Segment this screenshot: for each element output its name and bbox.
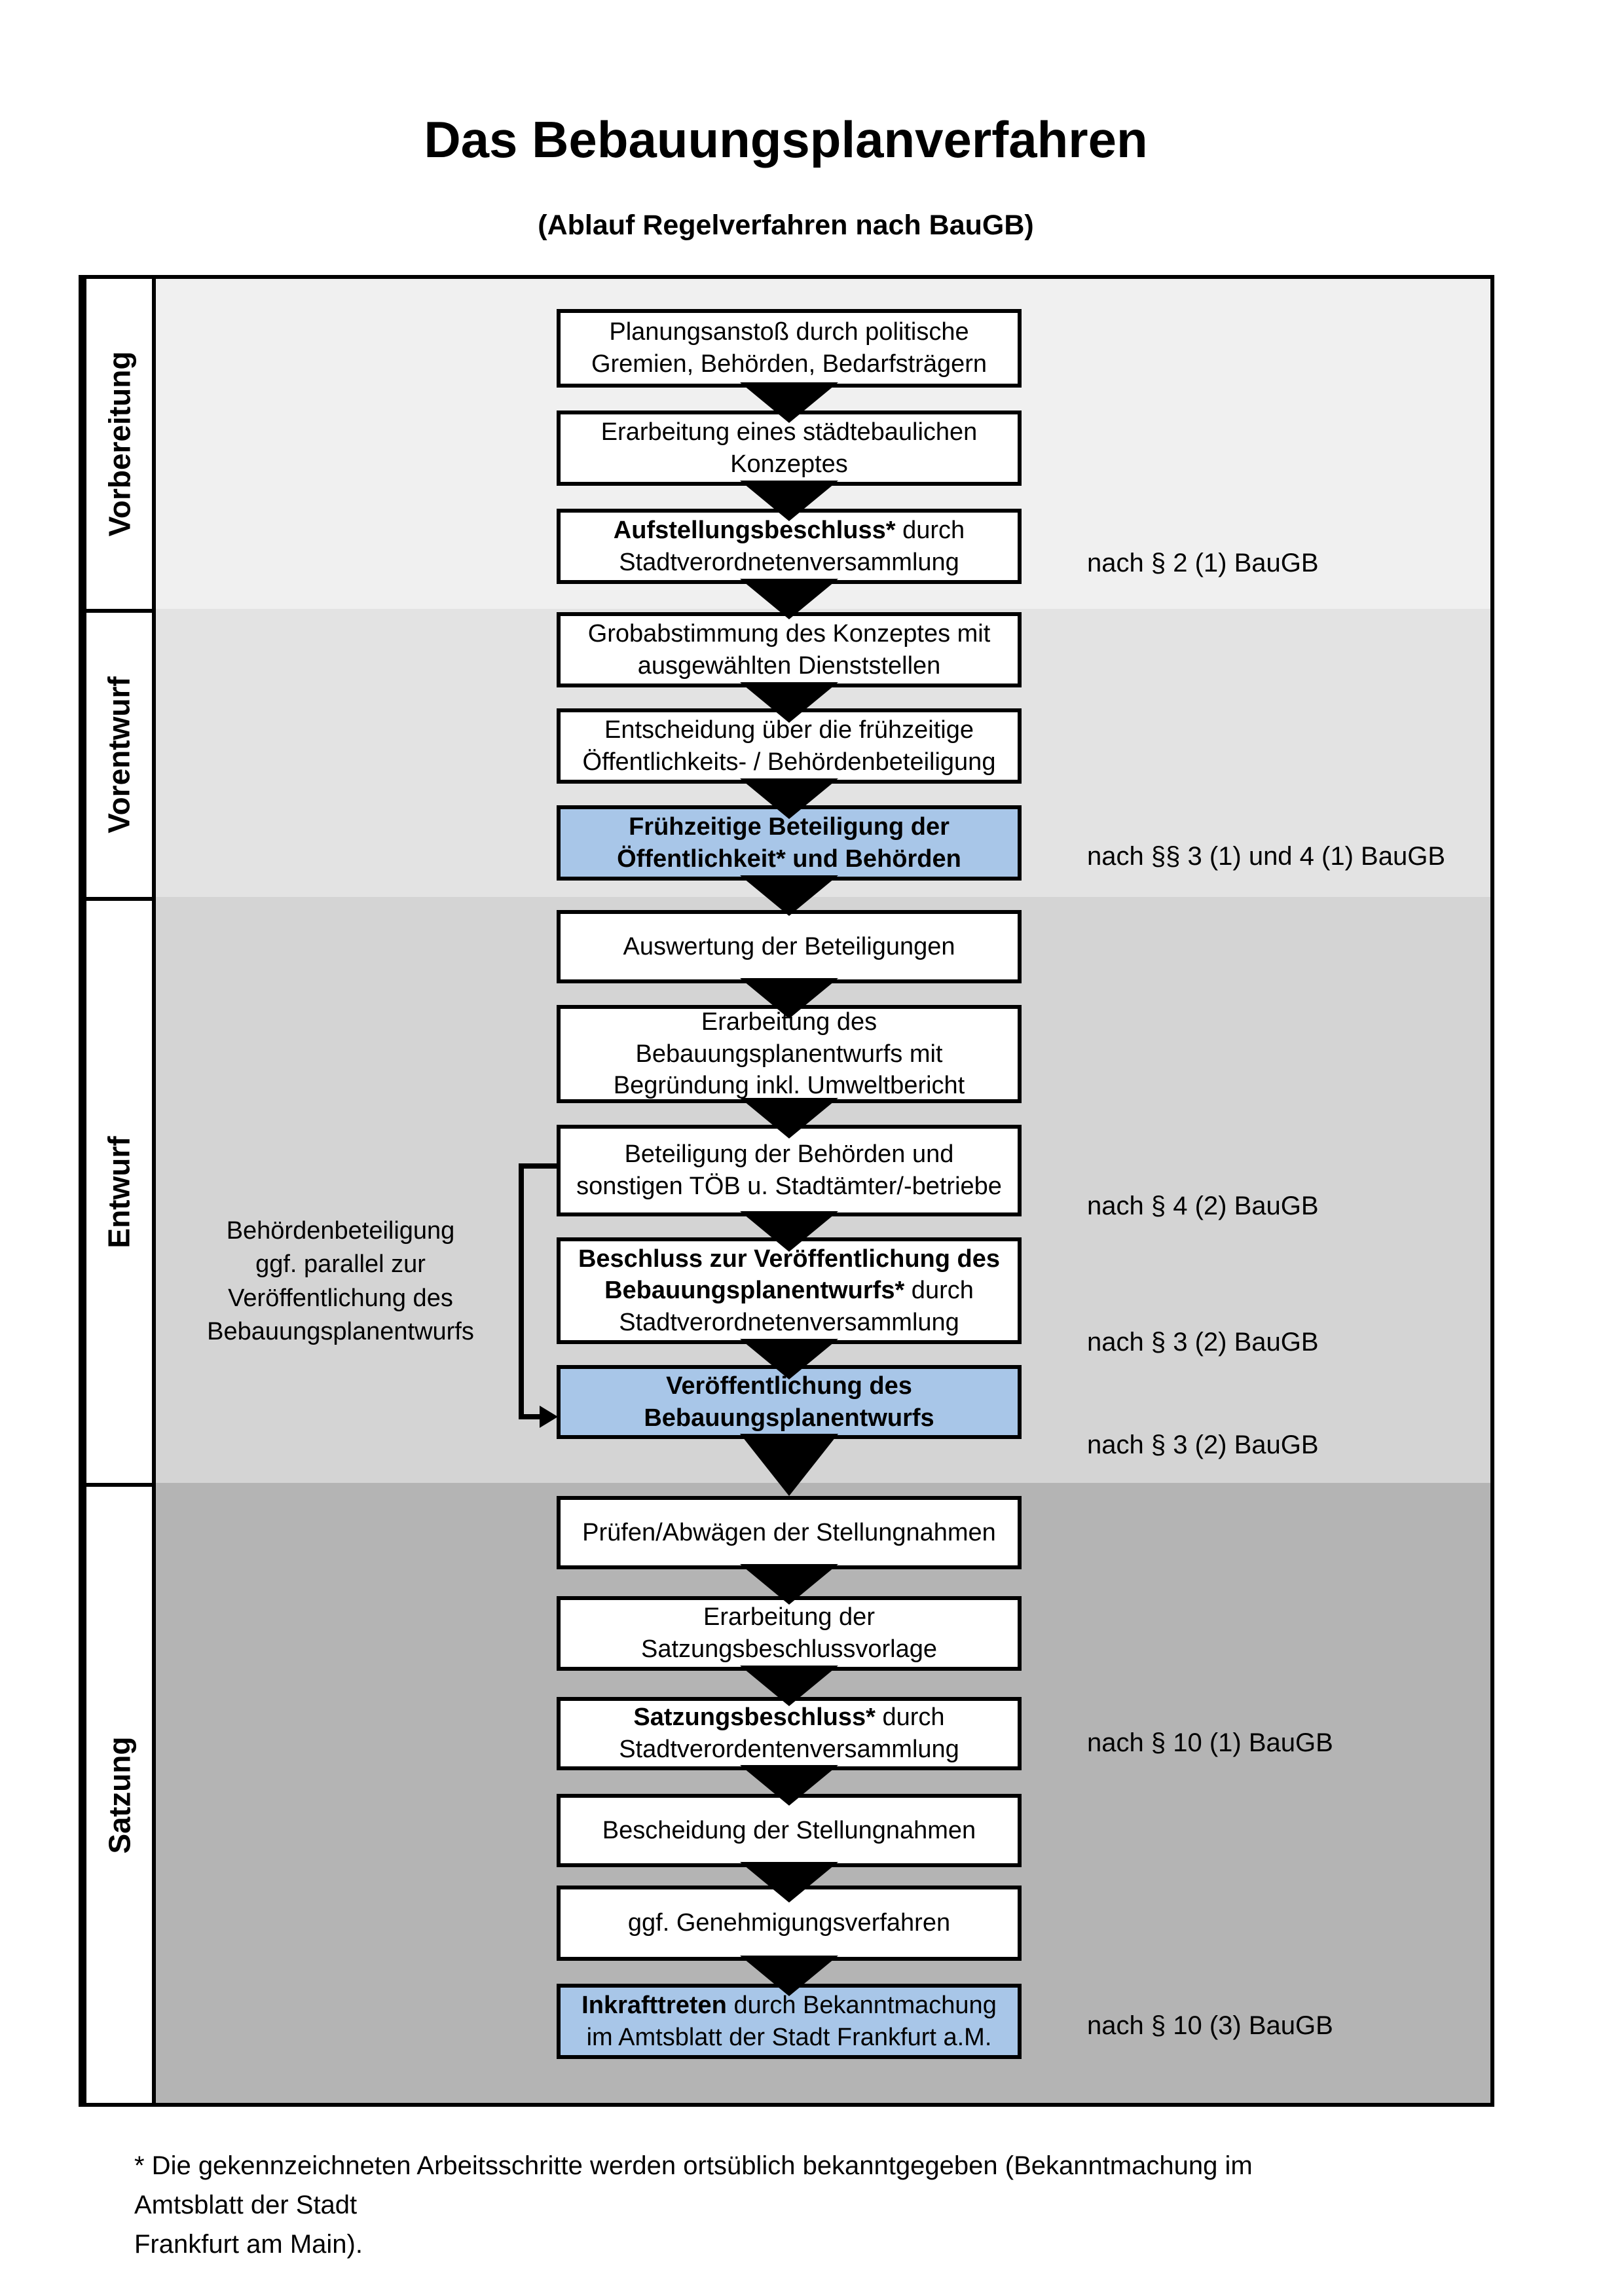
- legal-note: nach § 4 (2) BauGB: [1087, 1192, 1319, 1220]
- arrow-down-icon: [740, 481, 838, 521]
- bracket-bottom-line: [519, 1414, 542, 1419]
- arrow-down-icon: [740, 1956, 838, 1996]
- phase-label: Entwurf: [102, 1135, 137, 1248]
- arrow-down-icon: [740, 1862, 838, 1903]
- arrow-down-icon: [740, 978, 838, 1019]
- arrow-down-icon: [740, 1765, 838, 1806]
- phase-cell-vorbereitung: Vorbereitung: [83, 279, 156, 613]
- footnote: * Die gekennzeichneten Arbeitsschritte w…: [134, 2151, 1253, 2259]
- legal-note: nach § 3 (2) BauGB: [1087, 1328, 1319, 1357]
- flow-box-pruefen-abwaegen: Prüfen/Abwägen der Stellungnahmen: [557, 1496, 1022, 1569]
- phase-cell-satzung: Satzung: [83, 1483, 156, 2103]
- arrow-down-icon: [740, 778, 838, 819]
- phase-label: Vorbereitung: [102, 351, 137, 537]
- arrow-down-icon: [740, 1339, 838, 1379]
- page-title: Das Bebauungsplanverfahren: [424, 111, 1148, 168]
- bracket-vertical-line: [519, 1163, 524, 1419]
- flowchart-frame: Vorbereitung Vorentwurf Entwurf Satzung …: [79, 275, 1494, 2107]
- arrow-down-icon: [740, 1434, 838, 1496]
- legal-note: nach § 2 (1) BauGB: [1087, 549, 1319, 577]
- arrow-down-icon: [740, 1564, 838, 1605]
- legal-note: nach §§ 3 (1) und 4 (1) BauGB: [1087, 842, 1445, 871]
- arrow-down-icon: [740, 875, 838, 916]
- arrow-down-icon: [740, 682, 838, 723]
- legal-note: nach § 3 (2) BauGB: [1087, 1430, 1319, 1459]
- flow-box-auswertung: Auswertung der Beteiligungen: [557, 910, 1022, 983]
- arrow-down-icon: [740, 579, 838, 619]
- arrow-down-icon: [740, 1666, 838, 1706]
- legal-note: nach § 10 (3) BauGB: [1087, 2011, 1333, 2040]
- arrow-right-icon: [540, 1406, 558, 1428]
- bracket-top-line: [519, 1163, 561, 1169]
- phase-label: Vorentwurf: [102, 676, 136, 833]
- legal-note: nach § 10 (1) BauGB: [1087, 1728, 1333, 1757]
- arrow-down-icon: [740, 1098, 838, 1139]
- phase-cell-entwurf: Entwurf: [83, 897, 156, 1487]
- arrow-down-icon: [740, 382, 838, 423]
- flow-box-bescheidung: Bescheidung der Stellungnahmen: [557, 1794, 1022, 1867]
- page-subtitle: (Ablauf Regelverfahren nach BauGB): [538, 210, 1034, 241]
- phase-label: Satzung: [102, 1736, 137, 1853]
- phase-cell-vorentwurf: Vorentwurf: [83, 609, 156, 901]
- arrow-down-icon: [740, 1211, 838, 1252]
